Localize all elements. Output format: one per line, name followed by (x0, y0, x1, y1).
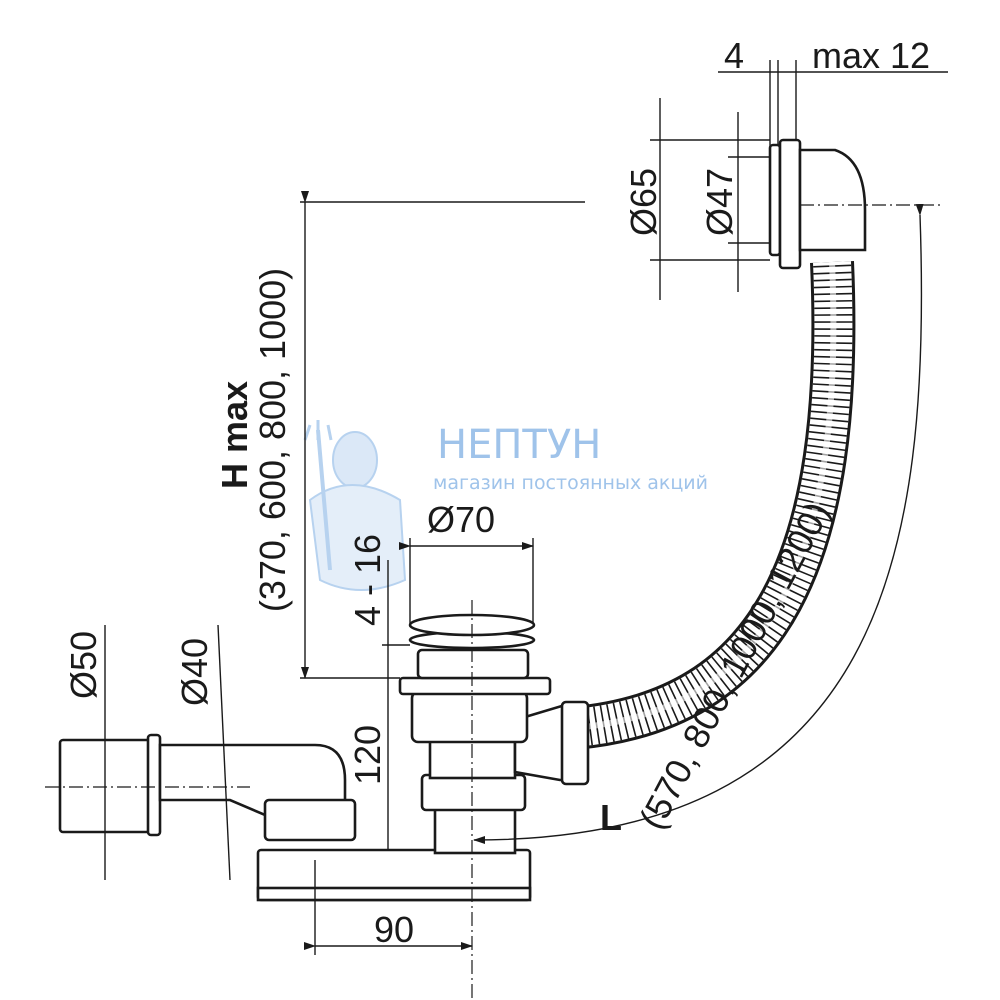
d40-dim-line (217, 624, 231, 881)
h-max-values: (370, 600, 800, 1000) (252, 268, 293, 612)
h120-label: 120 (347, 725, 388, 785)
outlet-pipe (45, 733, 357, 842)
d65-label: Ø65 (623, 168, 664, 236)
w90-label: 90 (374, 909, 414, 950)
range-4-16-label: 4 - 16 (347, 534, 388, 626)
max-12-label: max 12 (812, 35, 930, 76)
l-dim-arc (473, 203, 924, 844)
d40-label: Ø40 (174, 638, 215, 706)
corrugated-hose (572, 261, 856, 750)
neptune-watermark-figure (303, 420, 407, 591)
h-max-label: H max (214, 381, 255, 489)
d70-label: Ø70 (427, 499, 495, 540)
watermark-brand: НЕПТУН (437, 422, 601, 468)
d47-label: Ø47 (699, 168, 740, 236)
l-label: L (600, 797, 622, 838)
overflow-fitting (768, 138, 940, 270)
l-values: (570, 800, 1000, 1200) (631, 495, 838, 836)
gap-4-label: 4 (724, 35, 744, 76)
d50-label: Ø50 (63, 631, 104, 699)
watermark-slogan: магазин постоянных акций (433, 472, 708, 494)
